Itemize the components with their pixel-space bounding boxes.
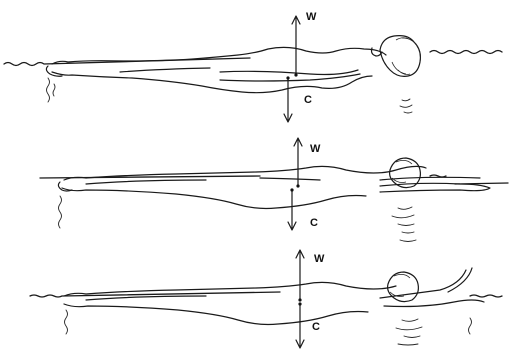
swimmer-figure [64,268,484,325]
swimmer-figure [58,158,490,209]
swimmer-figure [46,36,420,93]
force-arrows [288,138,302,230]
panel-2: W C [40,138,508,242]
ripple-marks [59,196,62,228]
panel-1: W C [4,11,502,122]
weight-label-w: W [306,11,317,23]
center-label-c: C [312,321,320,333]
center-label-c: C [304,94,312,106]
weight-label-w: W [310,143,321,155]
ripple-marks [47,78,56,102]
force-arrows [284,16,300,122]
panel-3: W C [30,250,502,348]
ripple-marks [392,207,416,242]
ripple-marks [65,310,472,334]
ripple-marks [396,319,422,345]
weight-label-w: W [314,253,325,265]
center-label-c: C [310,217,318,229]
ripple-marks [400,99,412,113]
force-arrows [296,250,304,348]
